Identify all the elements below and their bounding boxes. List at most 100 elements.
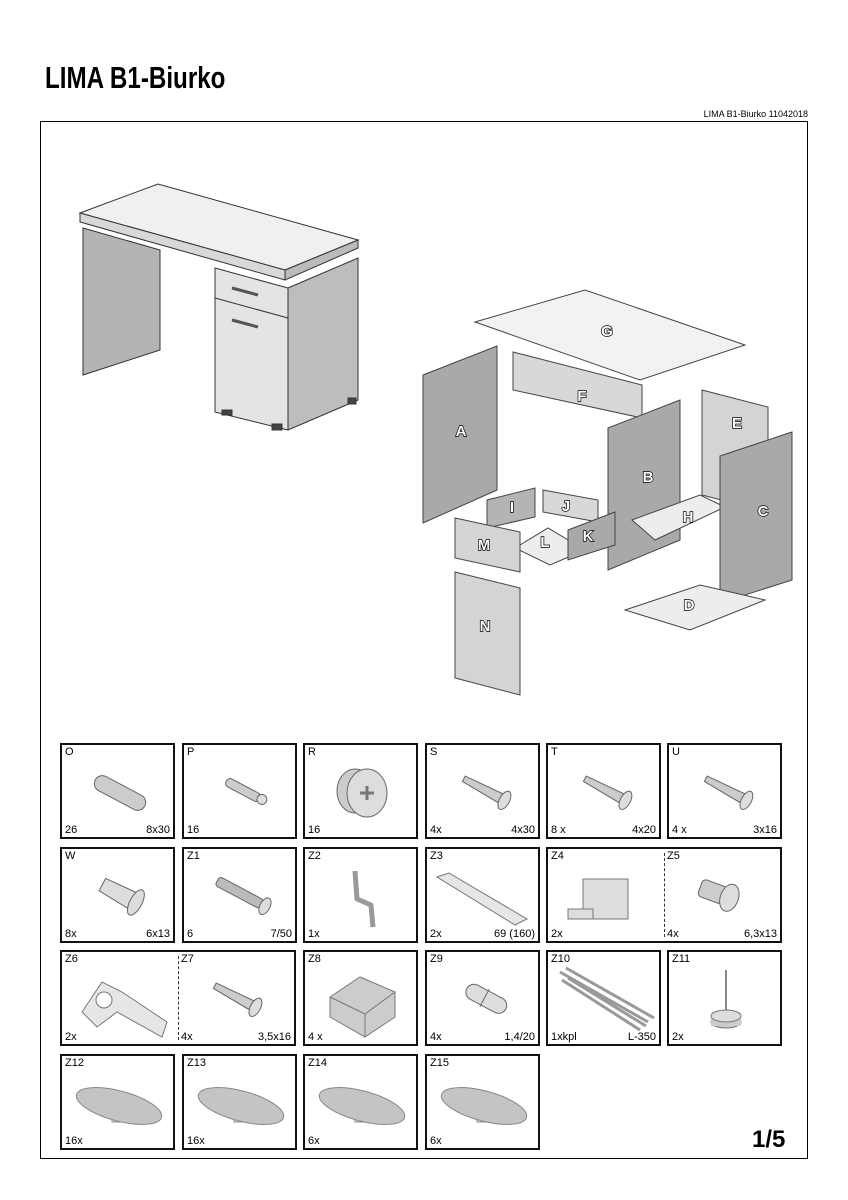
part-size: 1,4/20 — [504, 1031, 535, 1043]
label-I: I — [510, 499, 514, 516]
part-code: Z10 — [551, 953, 570, 965]
exploded-view: G A F E B C H D I J K L M N — [422, 289, 793, 696]
screw-icon — [212, 982, 263, 1017]
block-icon — [329, 976, 396, 1038]
part-code: T — [551, 746, 558, 758]
label-F: F — [577, 388, 586, 405]
part-code: R — [308, 746, 316, 758]
connector-bolt-icon — [225, 778, 268, 805]
document-reference: LIMA B1-Biurko 11042018 — [703, 109, 808, 119]
nail-glide-icon — [710, 970, 742, 1029]
part-quantity: 4x — [667, 928, 679, 940]
part-quantity: 4 x — [308, 1031, 323, 1043]
label-D: D — [684, 597, 695, 614]
hinge-plate-icon — [567, 878, 629, 920]
hex-key-icon — [352, 870, 376, 928]
part-z15: Z15 6x — [427, 1056, 538, 1148]
euro-screw-icon — [697, 879, 740, 912]
part-cell: Z15 6x — [425, 1054, 540, 1150]
part-quantity: 2x — [430, 928, 442, 940]
part-z13: Z13 16x — [184, 1056, 295, 1148]
part-code: O — [65, 746, 74, 758]
part-code: S — [430, 746, 438, 758]
part-size: 69 (160) — [494, 928, 535, 940]
part-code: Z15 — [430, 1057, 449, 1069]
part-quantity: 16 — [187, 824, 200, 836]
part-code: Z1 — [187, 850, 200, 862]
page-number: 1/5 — [752, 1126, 786, 1153]
part-code: Z6 — [65, 953, 78, 965]
part-code: P — [187, 746, 195, 758]
label-M: M — [478, 537, 491, 554]
part-quantity: 6x — [430, 1135, 442, 1147]
page-title: LIMA B1-Biurko — [45, 60, 226, 95]
part-code: Z9 — [430, 953, 443, 965]
part-cell: Z13 16x — [182, 1054, 297, 1150]
cover-cap-icon — [197, 1087, 285, 1125]
part-quantity: 4 x — [672, 824, 687, 836]
part-z8: Z8 4 x — [305, 952, 416, 1044]
part-quantity: 4x — [181, 1031, 193, 1043]
panel-A — [422, 345, 498, 524]
confirmat-screw-icon — [215, 876, 272, 915]
part-z2: Z2 1x — [305, 849, 416, 941]
part-cell: Z9 4x 1,4/20 — [425, 950, 540, 1046]
screw-icon — [461, 775, 512, 810]
label-E: E — [732, 415, 742, 432]
part-quantity: 8 x — [551, 824, 566, 836]
part-quantity: 8x — [65, 928, 77, 940]
part-size: 8x30 — [146, 824, 170, 836]
part-cell: Z8 4 x — [303, 950, 418, 1046]
part-size: 3x16 — [753, 824, 777, 836]
part-quantity: 2x — [551, 928, 563, 940]
part-code: W — [65, 850, 76, 862]
part-cell: Z11 2x — [667, 950, 782, 1046]
illustrations: G A F E B C H D I J K L M N — [78, 183, 793, 696]
part-z6: Z6 2x — [62, 952, 178, 1044]
part-code: Z14 — [308, 1057, 327, 1069]
part-quantity: 16x — [187, 1135, 205, 1147]
part-code: Z12 — [65, 1057, 84, 1069]
part-quantity: 2x — [65, 1031, 77, 1043]
cover-cap-icon — [318, 1087, 406, 1125]
part-p: P 16 — [184, 745, 295, 837]
part-cell: Z2 1x — [303, 847, 418, 943]
label-A: A — [456, 423, 467, 440]
label-G: G — [601, 323, 613, 340]
part-cell: P 16 — [182, 743, 297, 839]
part-code: Z2 — [308, 850, 321, 862]
part-size: 4x30 — [511, 824, 535, 836]
part-code: Z11 — [672, 953, 691, 965]
hinge-icon — [81, 981, 168, 1038]
part-quantity: 1x — [308, 928, 320, 940]
part-code: Z13 — [187, 1057, 206, 1069]
part-quantity: 2x — [672, 1031, 684, 1043]
wooden-dowel-icon — [93, 775, 147, 811]
panel-K — [567, 511, 616, 561]
part-code: Z7 — [181, 953, 194, 965]
part-quantity: 26 — [65, 824, 78, 836]
part-z11: Z11 2x — [669, 952, 780, 1044]
part-size: L-350 — [627, 1031, 656, 1043]
part-quantity: 4x — [430, 1031, 442, 1043]
part-code: Z8 — [308, 953, 321, 965]
